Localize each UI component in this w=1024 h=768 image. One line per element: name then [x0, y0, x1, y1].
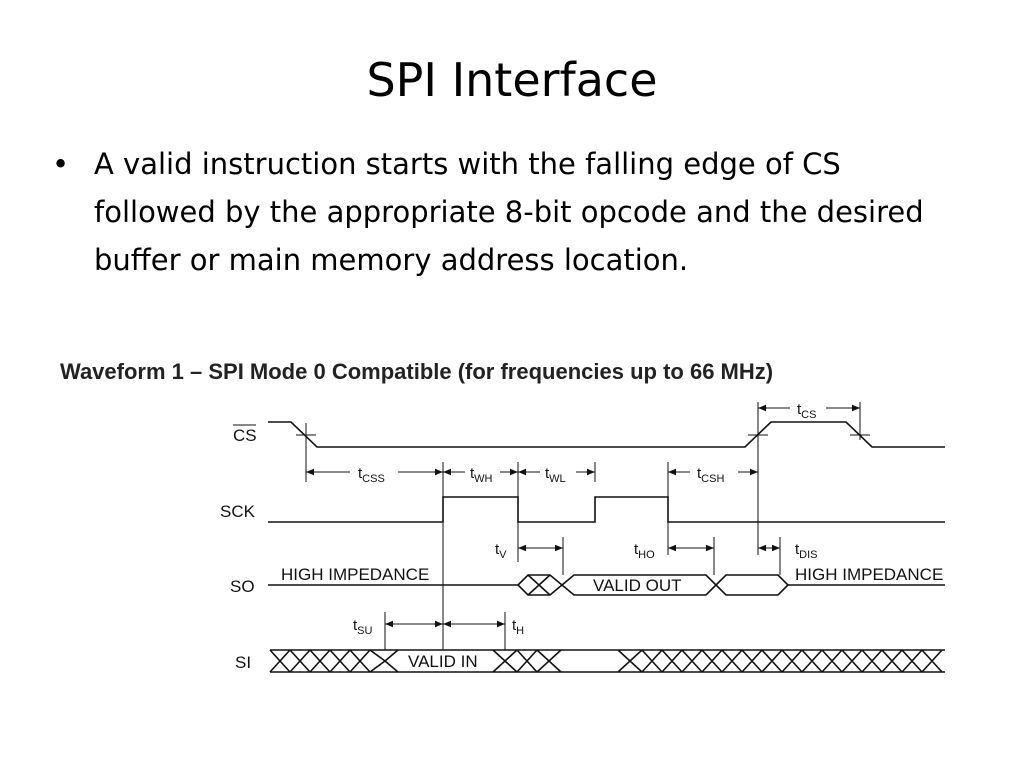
sck-waveform [268, 496, 945, 523]
waveform-labels: HIGH IMPEDANCE HIGH IMPEDANCE VALID OUT … [281, 565, 943, 671]
so-high-impedance-right: HIGH IMPEDANCE [795, 565, 943, 584]
t-h-label: tH [512, 617, 524, 637]
si-gap-bg [561, 651, 618, 671]
si-waveform [269, 649, 945, 673]
t-su-label: tSU [353, 617, 373, 637]
t-css-label: tCSS [358, 465, 385, 485]
so-high-impedance-left: HIGH IMPEDANCE [281, 565, 429, 584]
t-csh-label: tCSH [697, 465, 724, 485]
cs-signal-label: CS [233, 426, 257, 445]
si-valid-in-label: VALID IN [408, 652, 478, 671]
t-dis-label: tDIS [795, 541, 818, 561]
cs-waveform [268, 421, 945, 448]
so-valid-out-label: VALID OUT [593, 576, 681, 595]
so-signal-label: SO [230, 577, 255, 596]
bullet-text: A valid instruction starts with the fall… [94, 147, 924, 277]
slide-title: SPI Interface [366, 53, 658, 107]
t-ho-label: tHO [634, 541, 655, 561]
t-v-label: tV [495, 541, 507, 561]
signal-labels: CS SCK SO SI [220, 424, 257, 672]
reference-lines [305, 402, 861, 650]
si-valid-bg [398, 651, 493, 671]
timing-arrows [306, 404, 860, 628]
sck-signal-label: SCK [220, 502, 256, 521]
bullet-item: • A valid instruction starts with the fa… [52, 140, 952, 284]
figure-caption: Waveform 1 – SPI Mode 0 Compatible (for … [60, 359, 774, 384]
timing-labels: tCS tCSS tWH tWL tCSH tV tHO tDIS tSU tH [353, 401, 818, 637]
t-wh-label: tWH [470, 465, 493, 485]
si-signal-label: SI [235, 653, 251, 672]
bullet-dot-icon: • [52, 147, 70, 181]
bullet-list: • A valid instruction starts with the fa… [52, 140, 952, 284]
t-cs-label: tCS [797, 401, 816, 421]
so-waveform [268, 574, 945, 596]
t-wl-label: tWL [545, 465, 566, 485]
